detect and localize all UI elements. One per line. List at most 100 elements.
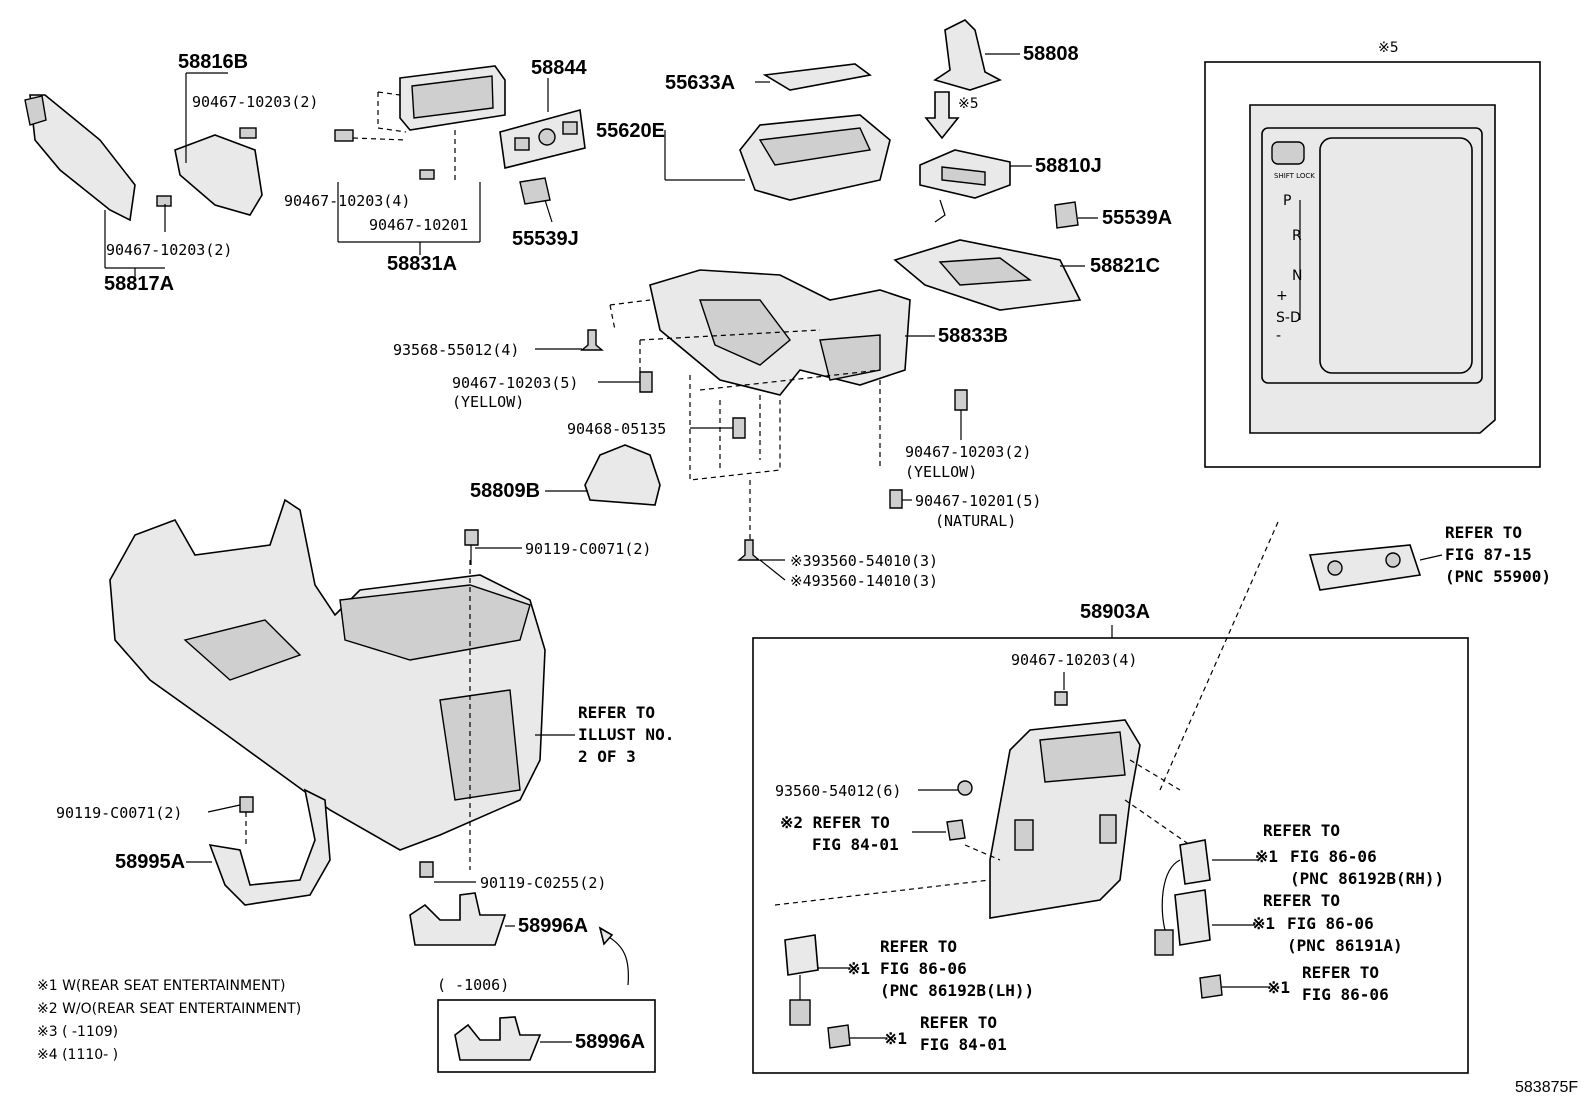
shift-panel	[1249, 104, 1496, 434]
ref-illust-line1: REFER TO	[578, 703, 655, 722]
part-jack-86-06-d[interactable]	[1199, 974, 1223, 999]
ref-86-06-lh-line3: (PNC 86192B(LH))	[880, 981, 1034, 1000]
label-58816B: 58816B	[178, 51, 248, 73]
label-yellow-2: (YELLOW)	[905, 463, 977, 481]
label-58833B: 58833B	[938, 325, 1008, 347]
mark1-d: ※1	[1267, 978, 1290, 997]
frame-58903A	[752, 637, 1469, 1074]
part-rear-console-panel[interactable]	[989, 719, 1141, 919]
part-55633A[interactable]	[762, 63, 872, 91]
ref-87-15-line2: FIG 87-15	[1445, 545, 1532, 564]
shift-lock-button	[1271, 141, 1305, 165]
ref-86-06-91a-line2: FIG 86-06	[1287, 914, 1374, 933]
label-55539A: 55539A	[1102, 207, 1172, 229]
label-58844: 58844	[531, 57, 587, 79]
part-90468-05135[interactable]	[732, 417, 746, 439]
part-90467-10203-5[interactable]	[639, 371, 653, 393]
part-90119-C0071-b[interactable]	[239, 796, 254, 813]
label-58996A-a: 58996A	[518, 915, 588, 937]
label-58810J: 58810J	[1035, 155, 1102, 177]
part-93560-54012[interactable]	[957, 780, 973, 796]
part-58833B[interactable]	[649, 269, 911, 396]
label-90467-10203-2a: 90467-10203(2)	[192, 93, 318, 111]
part-58808[interactable]	[933, 19, 1003, 91]
mark1-rh: ※1	[1255, 847, 1278, 866]
frame-58996A-variant	[437, 999, 656, 1073]
part-switch-55900[interactable]	[1308, 544, 1422, 591]
label-55620E: 55620E	[596, 120, 665, 142]
ref-86-06-d-line1: REFER TO	[1302, 963, 1379, 982]
shift-p: P	[1283, 193, 1291, 209]
ref-84-01-a-line2: FIG 84-01	[812, 835, 899, 854]
shift-d: S-D	[1276, 310, 1301, 326]
label-55539J: 55539J	[512, 228, 579, 250]
figure-id: 583875F	[1515, 1079, 1578, 1096]
label-93568-55012-4: 93568-55012(4)	[393, 341, 519, 359]
part-58821C[interactable]	[893, 239, 1082, 311]
part-90467-10203-4b[interactable]	[1054, 691, 1068, 706]
part-58831A[interactable]	[334, 65, 506, 180]
label-90467-10203-2b: 90467-10203(2)	[106, 241, 232, 259]
part-58844[interactable]	[499, 108, 586, 169]
range-1006: ( -1006)	[437, 976, 509, 994]
part-58810J[interactable]	[919, 149, 1011, 223]
ref-84-01-b-line1: REFER TO	[920, 1013, 997, 1032]
label-58808: 58808	[1023, 43, 1079, 65]
label-90467-10201: 90467-10201	[369, 216, 468, 234]
frame-note5	[1204, 61, 1541, 468]
label-natural: (NATURAL)	[935, 512, 1016, 530]
ref-84-01-a-line1: ※2 REFER TO	[780, 813, 890, 832]
part-console-box[interactable]	[109, 498, 546, 851]
part-ref-84-01-b[interactable]	[827, 1024, 851, 1049]
part-58996A-b[interactable]	[454, 1016, 542, 1061]
arrow-note5	[924, 91, 960, 140]
shift-r: R	[1292, 228, 1302, 244]
ref-87-15-line1: REFER TO	[1445, 523, 1522, 542]
part-58816B[interactable]	[156, 127, 263, 216]
part-55539J[interactable]	[519, 177, 551, 205]
ref-84-01-b-line2: FIG 84-01	[920, 1035, 1007, 1054]
ref-86-06-lh-line2: FIG 86-06	[880, 959, 967, 978]
label-90468-05135: 90468-05135	[567, 420, 666, 438]
part-55620E[interactable]	[739, 114, 891, 201]
label-90467-10203-5: 90467-10203(5)	[452, 374, 578, 392]
part-55539A[interactable]	[1054, 201, 1079, 229]
label-58996A-b: 58996A	[575, 1031, 645, 1053]
label-yellow-1: (YELLOW)	[452, 393, 524, 411]
label-58903A: 58903A	[1080, 601, 1150, 623]
part-90119-C0071-a[interactable]	[464, 529, 479, 565]
note5-title: ※5	[1378, 40, 1399, 56]
part-ref-84-01-a[interactable]	[946, 819, 966, 841]
arrow-58996A	[598, 926, 630, 986]
part-93568-55012[interactable]	[580, 329, 604, 351]
part-93560-54010[interactable]	[737, 539, 761, 561]
label-58809B: 58809B	[470, 480, 540, 502]
mark1-91a: ※1	[1252, 914, 1275, 933]
legend-1: ※1 W(REAR SEAT ENTERTAINMENT)	[37, 978, 285, 994]
ref-86-06-91a-line1: REFER TO	[1263, 891, 1340, 910]
part-jack-86191A[interactable]	[1154, 889, 1211, 956]
part-58809B[interactable]	[584, 444, 661, 506]
shift-plus: +	[1276, 288, 1288, 304]
legend-2: ※2 W/O(REAR SEAT ENTERTAINMENT)	[37, 1001, 301, 1017]
label-58831A: 58831A	[387, 253, 457, 275]
ref-86-06-lh-line1: REFER TO	[880, 937, 957, 956]
part-jack-86192B-RH[interactable]	[1161, 839, 1211, 931]
part-58996A-a[interactable]	[409, 892, 507, 946]
ref-86-06-rh-line3: (PNC 86192B(RH))	[1290, 869, 1444, 888]
part-90467-10203-2c[interactable]	[954, 389, 968, 411]
shift-lock-label: SHIFT LOCK	[1274, 172, 1315, 180]
part-jack-86192B-LH[interactable]	[784, 934, 819, 1026]
part-58817A[interactable]	[24, 94, 136, 222]
shift-n: N	[1292, 268, 1302, 284]
label-58817A: 58817A	[104, 273, 174, 295]
part-58995A[interactable]	[208, 788, 331, 906]
label-90119-C0071-2b: 90119-C0071(2)	[56, 804, 182, 822]
part-90467-10201-5[interactable]	[889, 489, 903, 509]
legend-3: ※3 ( -1109)	[37, 1024, 118, 1040]
part-90119-C0255[interactable]	[419, 861, 434, 878]
ref-86-06-91a-line3: (PNC 86191A)	[1287, 936, 1403, 955]
label-58995A: 58995A	[115, 851, 185, 873]
shift-minus: -	[1276, 328, 1281, 344]
label-90119-C0071-2a: 90119-C0071(2)	[525, 540, 651, 558]
